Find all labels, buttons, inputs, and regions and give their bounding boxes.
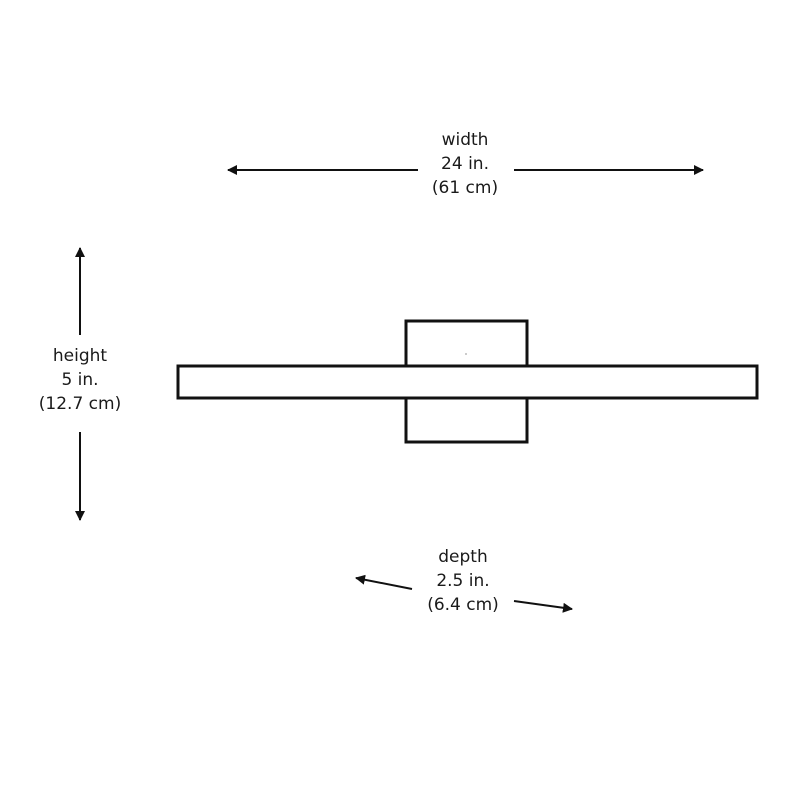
depth-dimension-label: depth 2.5 in. (6.4 cm) [388, 545, 538, 617]
depth-arrow-right [513, 600, 573, 613]
depth-label-name: depth [438, 547, 488, 567]
mounting-plate-bottom [404, 395, 529, 444]
width-label-metric: (61 cm) [431, 178, 499, 198]
depth-label-imperial: 2.5 in. [436, 571, 490, 591]
height-label-imperial: 5 in. [61, 370, 99, 390]
depth-arrow-left [355, 574, 413, 590]
light-bar [176, 364, 759, 400]
height-label-metric: (12.7 cm) [38, 394, 122, 414]
fixture-outline [176, 319, 759, 444]
height-label-name: height [52, 346, 108, 366]
width-label-name: width [441, 130, 489, 150]
width-label-imperial: 24 in. [441, 154, 489, 174]
height-dimension-label: height 5 in. (12.7 cm) [20, 344, 140, 416]
width-dimension-label: width 24 in. (61 cm) [390, 128, 540, 200]
depth-label-metric: (6.4 cm) [427, 595, 499, 615]
center-mark [465, 353, 467, 355]
mounting-plate-top [404, 319, 529, 369]
